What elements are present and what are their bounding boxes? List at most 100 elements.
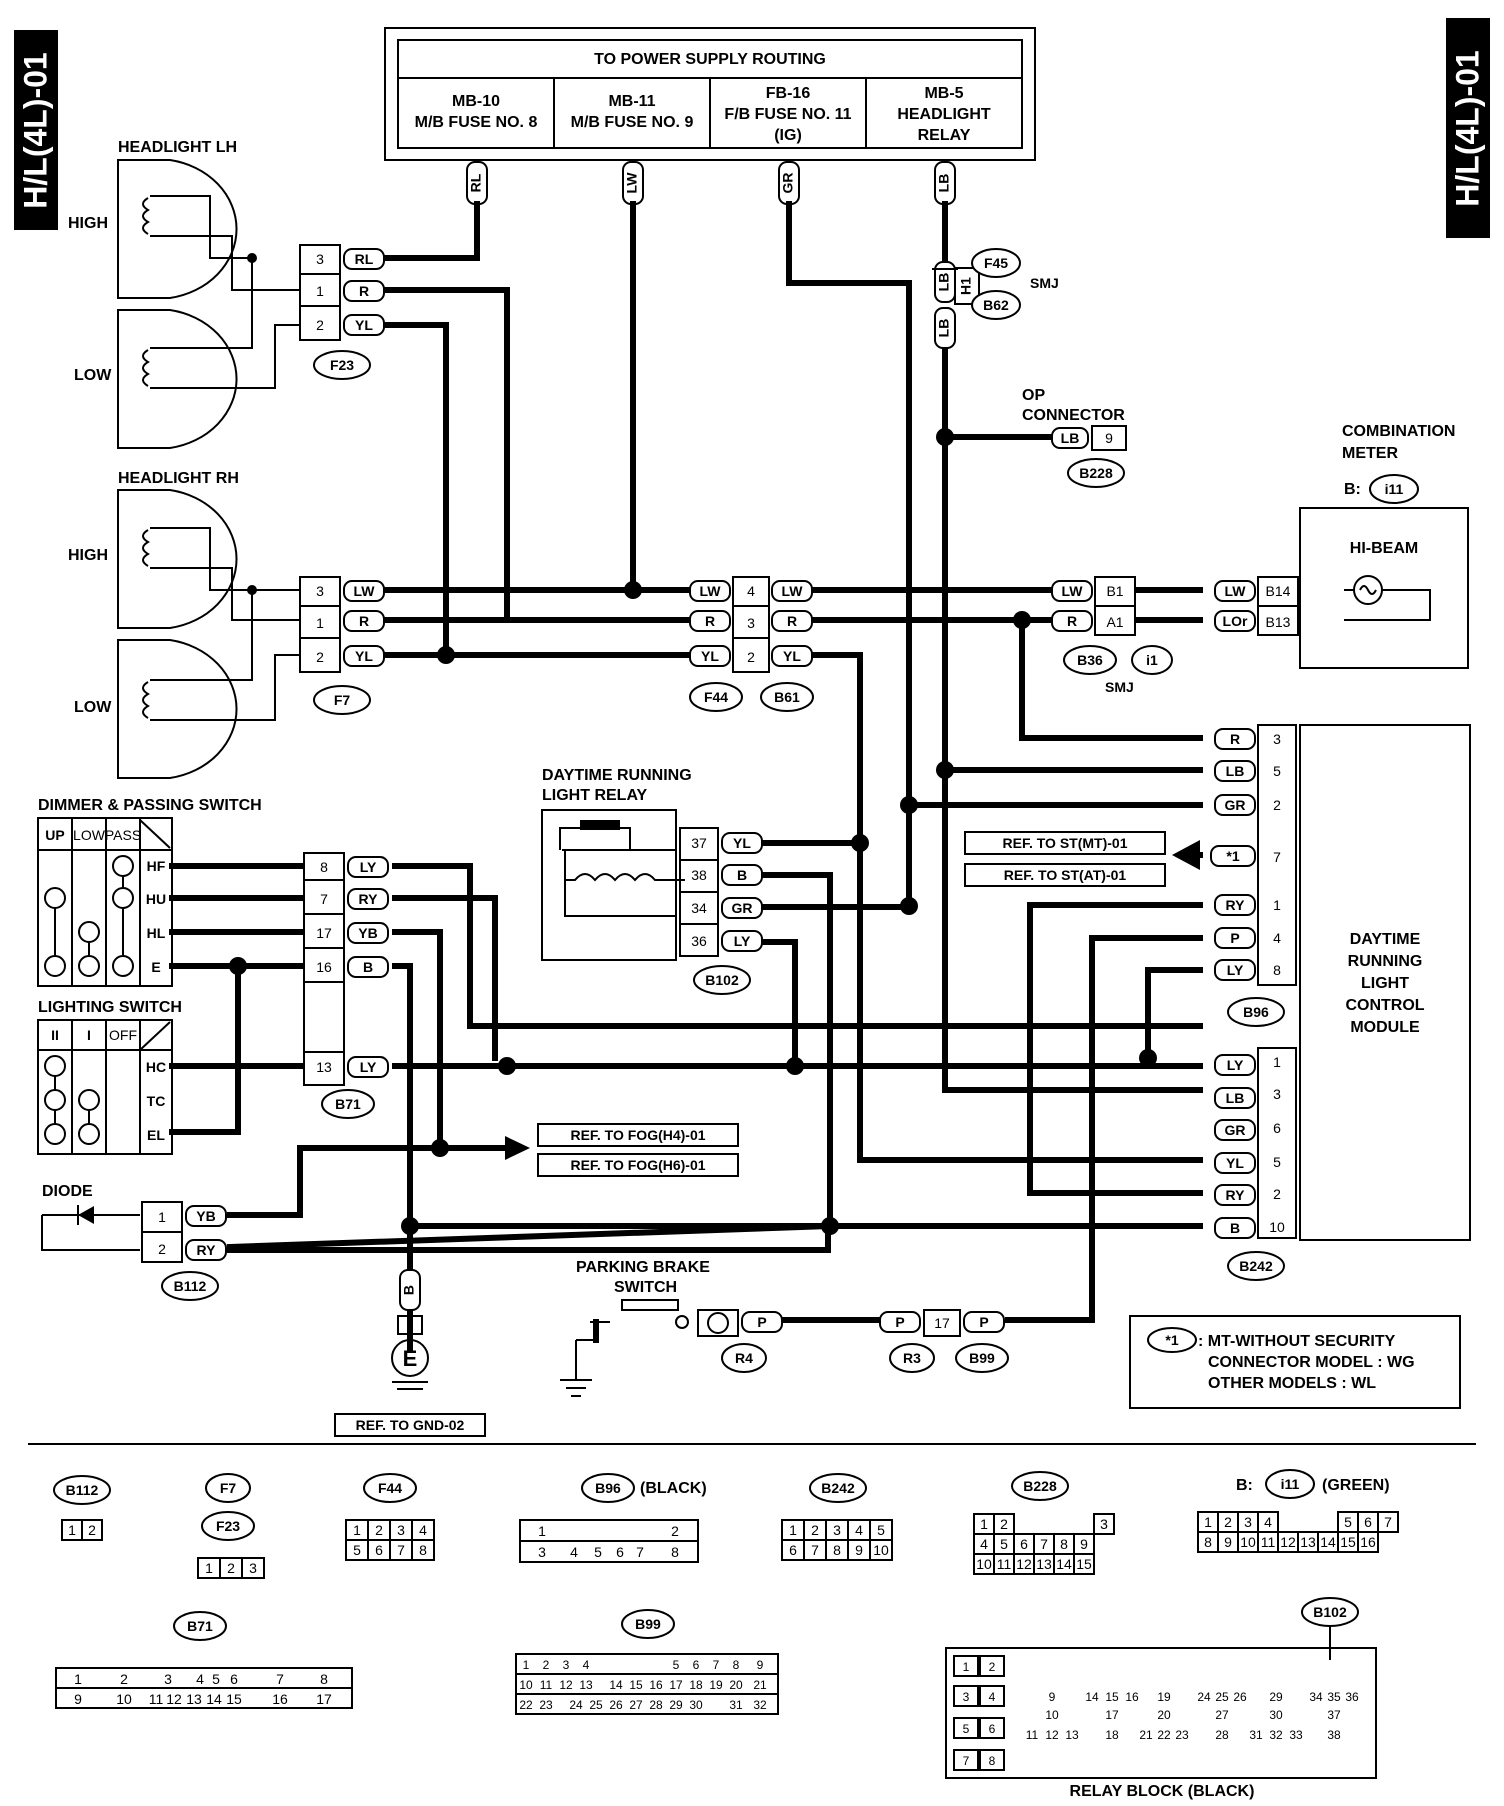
svg-text:R: R xyxy=(1067,613,1077,629)
svg-text:DIODE: DIODE xyxy=(42,1183,93,1200)
svg-text:YL: YL xyxy=(355,648,373,664)
svg-text:19: 19 xyxy=(1157,1690,1171,1704)
svg-text:LB: LB xyxy=(1226,763,1245,779)
svg-text:YL: YL xyxy=(733,835,751,851)
svg-text:LW: LW xyxy=(1062,583,1084,599)
svg-text:8: 8 xyxy=(1273,962,1281,978)
svg-text:24: 24 xyxy=(569,1698,583,1712)
svg-text:B13: B13 xyxy=(1266,614,1291,630)
svg-text:LW: LW xyxy=(354,583,376,599)
svg-text:12: 12 xyxy=(1280,1534,1296,1550)
svg-text:7: 7 xyxy=(811,1542,819,1558)
svg-text:23: 23 xyxy=(539,1698,553,1712)
svg-text:9: 9 xyxy=(74,1691,82,1707)
ps-cell-3-line2: F/B FUSE NO. 11 xyxy=(724,106,851,123)
svg-text:10: 10 xyxy=(1240,1534,1256,1550)
svg-text:1: 1 xyxy=(205,1560,213,1576)
svg-text:7: 7 xyxy=(276,1671,284,1687)
svg-text:P: P xyxy=(895,1314,904,1330)
connector-b36-i1: LW R B1 A1 B36 i1 SMJ xyxy=(1051,576,1173,695)
svg-text:LOW: LOW xyxy=(74,367,112,384)
svg-text:5: 5 xyxy=(353,1542,361,1558)
svg-text:23: 23 xyxy=(1175,1728,1189,1742)
connector-f44-b61: LW R YL 4 3 2 LW R YL F44 B61 xyxy=(689,576,814,712)
svg-text:13: 13 xyxy=(1065,1728,1079,1742)
svg-text:GR: GR xyxy=(732,900,753,916)
svg-text:11: 11 xyxy=(149,1691,164,1707)
page-tab-left: H/L(4L)-01 xyxy=(14,30,58,230)
svg-text:3: 3 xyxy=(1244,1514,1252,1530)
svg-text:B36: B36 xyxy=(1077,652,1103,668)
svg-text:20: 20 xyxy=(1157,1708,1171,1722)
svg-text:SMJ: SMJ xyxy=(1030,275,1059,291)
diode-b112: DIODE 1 2 YB RY B112 xyxy=(41,1183,227,1301)
svg-text:RY: RY xyxy=(359,891,379,907)
svg-text:29: 29 xyxy=(669,1698,683,1712)
svg-text:7: 7 xyxy=(713,1658,720,1672)
svg-text:8: 8 xyxy=(733,1658,740,1672)
svg-text:14: 14 xyxy=(206,1691,222,1707)
svg-text:HEADLIGHT RH: HEADLIGHT RH xyxy=(118,470,239,487)
svg-text:5: 5 xyxy=(673,1658,680,1672)
svg-text:12: 12 xyxy=(1045,1728,1059,1742)
svg-text:7: 7 xyxy=(1384,1514,1392,1530)
ground-e: B E REF. TO GND-02 xyxy=(334,1223,486,1437)
svg-text:3: 3 xyxy=(538,1544,546,1560)
svg-text:15: 15 xyxy=(1340,1534,1356,1550)
svg-text:F44: F44 xyxy=(704,689,728,705)
svg-text:YL: YL xyxy=(701,648,719,664)
svg-text:II: II xyxy=(51,1027,59,1043)
drl-relay: DAYTIME RUNNING LIGHT RELAY 37 38 34 36 … xyxy=(541,767,763,995)
svg-text:F23: F23 xyxy=(216,1518,240,1534)
svg-text:5: 5 xyxy=(963,1722,970,1736)
svg-text:11: 11 xyxy=(997,1556,1012,1572)
junction-dots xyxy=(229,428,1157,1235)
svg-text:16: 16 xyxy=(316,959,332,975)
svg-text:2: 2 xyxy=(316,317,324,333)
svg-text:LB: LB xyxy=(1061,430,1080,446)
svg-text:29: 29 xyxy=(1269,1690,1283,1704)
relay-block-label: RELAY BLOCK (BLACK) xyxy=(1070,1783,1255,1800)
svg-text:9: 9 xyxy=(855,1542,863,1558)
svg-text:SWITCH: SWITCH xyxy=(614,1279,677,1296)
svg-text:i1: i1 xyxy=(1146,652,1158,668)
svg-text:*1: *1 xyxy=(1226,848,1239,864)
svg-text:8: 8 xyxy=(419,1542,427,1558)
svg-text:B242: B242 xyxy=(1239,1258,1273,1274)
dimmer-passing-switch: DIMMER & PASSING SWITCH UP LOW PASS HF H… xyxy=(37,797,262,987)
svg-text:6: 6 xyxy=(1364,1514,1372,1530)
svg-text:REF. TO FOG(H6)-01: REF. TO FOG(H6)-01 xyxy=(570,1157,705,1173)
svg-text:RY: RY xyxy=(1226,897,1246,913)
svg-text:B:: B: xyxy=(1344,481,1361,498)
svg-text:HIGH: HIGH xyxy=(68,547,108,564)
svg-text:R4: R4 xyxy=(735,1350,753,1366)
svg-text:6: 6 xyxy=(789,1542,797,1558)
svg-text:DAYTIME: DAYTIME xyxy=(1350,931,1421,948)
svg-text:36: 36 xyxy=(1345,1690,1359,1704)
svg-text:12: 12 xyxy=(559,1678,573,1692)
svg-text:30: 30 xyxy=(689,1698,703,1712)
svg-text:16: 16 xyxy=(649,1678,663,1692)
svg-text:F23: F23 xyxy=(330,357,354,373)
svg-text:10: 10 xyxy=(976,1556,992,1572)
svg-text:YB: YB xyxy=(358,925,377,941)
headlight-rh: HEADLIGHT RH HIGH LOW xyxy=(68,470,300,779)
page-tab-right: H/L(4L)-01 xyxy=(1446,18,1490,238)
svg-text:TC: TC xyxy=(147,1093,166,1109)
svg-text:4: 4 xyxy=(570,1544,578,1560)
svg-text:: MT-WITHOUT SECURITY: : MT-WITHOUT SECURITY xyxy=(1198,1333,1396,1350)
svg-text:F44: F44 xyxy=(378,1480,402,1496)
svg-text:A1: A1 xyxy=(1106,614,1123,630)
svg-text:LB: LB xyxy=(936,174,952,193)
svg-text:CONNECTOR MODEL : WG: CONNECTOR MODEL : WG xyxy=(1208,1354,1415,1371)
svg-text:2: 2 xyxy=(671,1523,679,1539)
svg-text:2: 2 xyxy=(543,1658,550,1672)
svg-text:27: 27 xyxy=(1215,1708,1229,1722)
svg-text:P: P xyxy=(1230,930,1239,946)
svg-text:GR: GR xyxy=(1225,797,1246,813)
svg-text:LY: LY xyxy=(734,933,751,949)
svg-text:RL: RL xyxy=(355,251,374,267)
svg-text:15: 15 xyxy=(629,1678,643,1692)
svg-text:I: I xyxy=(87,1027,91,1043)
svg-text:25: 25 xyxy=(1215,1690,1229,1704)
